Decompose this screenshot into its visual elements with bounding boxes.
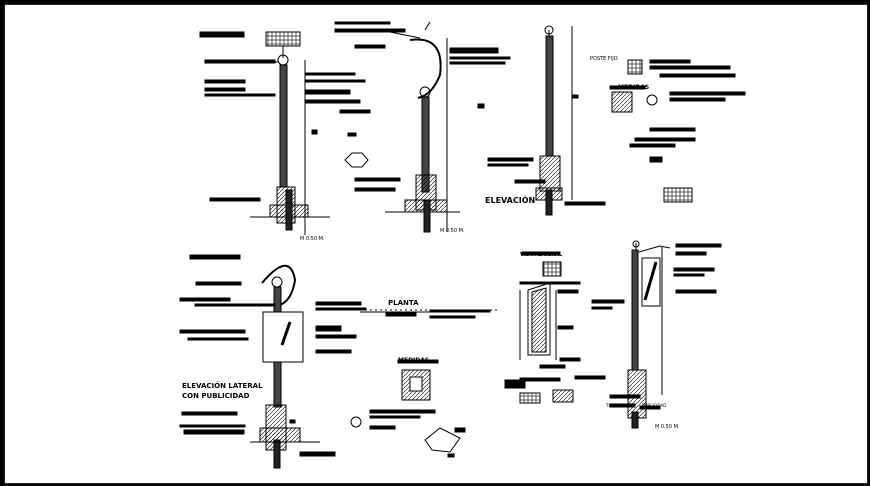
title-medidas-bottom: MEDIDAS [398,357,429,364]
scale-label-3: M 0.50 M. [655,424,680,430]
title-medidas-top: MEDIDAS [618,84,649,91]
pole-4-annotations [179,254,367,457]
scale-label-2: M 0.50 M. [440,228,465,234]
label-poste-fijo: POSTE FIJO [590,56,618,62]
title-con-publicidad: CON PUBLICIDAD [182,392,250,400]
label-tipo: TIPO [605,403,615,408]
vista-lateral-detail [504,251,606,404]
pole-5-annotations [591,243,722,410]
label-publicidad: PUBLICIDAD [642,403,666,408]
detail-poste-fijo [609,59,746,203]
pole-elevation-2 [344,21,460,233]
title-vista-lateral: VISTA LATERAL [520,252,563,258]
pole-elevation-3 [535,25,573,216]
drawing-labels: ELEVACIÓN PLANTA MEDIDAS MEDIDAS ELEVACI… [182,56,680,430]
pole-elevation-4 [250,264,320,469]
title-planta: PLANTA [388,299,419,307]
title-elevacion: ELEVACIÓN [485,194,535,205]
pole-elevation-1 [250,31,330,235]
pole-1-annotations [199,31,371,202]
pole-3-annotations [487,94,606,206]
title-elevacion-lateral: ELEVACIÓN LATERAL [182,381,263,390]
pole-elevation-5 [609,240,671,429]
planta-detail [340,309,500,458]
pole-2-annotations [311,21,511,192]
scale-label-1: M 0.50 M. [300,236,325,242]
